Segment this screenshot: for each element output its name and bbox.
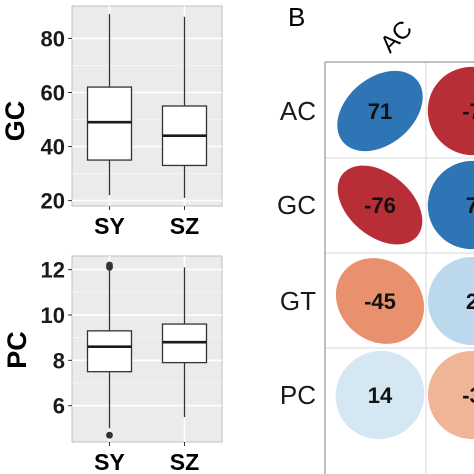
correlation-ellipse <box>335 350 425 440</box>
pc-y-tick-label: 10 <box>41 303 65 328</box>
correlation-value-label: -45 <box>364 289 396 314</box>
gc-box <box>86 86 133 161</box>
pc-y-tick-label: 6 <box>53 394 65 419</box>
correlation-ellipse <box>337 165 423 245</box>
matrix-column-label: AC <box>375 16 418 59</box>
correlation-ellipse <box>335 258 425 344</box>
pc-y-tick-label: 12 <box>41 258 65 283</box>
pc-y-axis-label: PC <box>2 331 32 369</box>
correlation-ellipse <box>427 66 474 156</box>
gc-y-tick-label: 40 <box>41 135 65 160</box>
correlation-value-label: 71 <box>368 99 392 124</box>
gc-y-axis-label: GC <box>0 101 30 142</box>
correlation-ellipse <box>427 350 474 440</box>
gc-x-tick-label: SZ <box>170 213 199 239</box>
gc-y-tick-label: 80 <box>41 26 65 51</box>
correlation-value-label: 7 <box>466 193 474 218</box>
correlation-value-label: 2 <box>466 289 474 314</box>
correlation-value-label: 14 <box>368 383 393 408</box>
matrix-row-label: AC <box>280 96 316 126</box>
correlation-matrix: AC AC GC GT PC 71 -7 -76 7 -45 2 14 -3 <box>277 16 474 474</box>
correlation-ellipse <box>427 256 474 346</box>
pc-y-tick-label: 8 <box>53 348 65 373</box>
correlation-ellipse <box>337 70 423 152</box>
correlation-value-label: -3 <box>462 383 474 408</box>
pc-outlier-point <box>106 431 113 439</box>
gc-y-tick-label: 60 <box>41 80 65 105</box>
gc-x-tick-label: SY <box>94 213 125 239</box>
matrix-row-label: GT <box>280 286 316 316</box>
panel-letter: B <box>288 2 305 32</box>
gc-y-tick-label: 20 <box>41 189 65 214</box>
pc-box <box>86 330 133 373</box>
matrix-row-label: PC <box>280 380 316 410</box>
matrix-row-label: GC <box>277 190 316 220</box>
correlation-value-label: -76 <box>364 193 396 218</box>
pc-x-tick-label: SY <box>94 449 125 474</box>
pc-outlier-point <box>106 261 113 269</box>
correlation-ellipse <box>427 160 474 250</box>
pc-x-tick-label: SZ <box>170 449 199 474</box>
correlation-value-label: -7 <box>462 99 474 124</box>
